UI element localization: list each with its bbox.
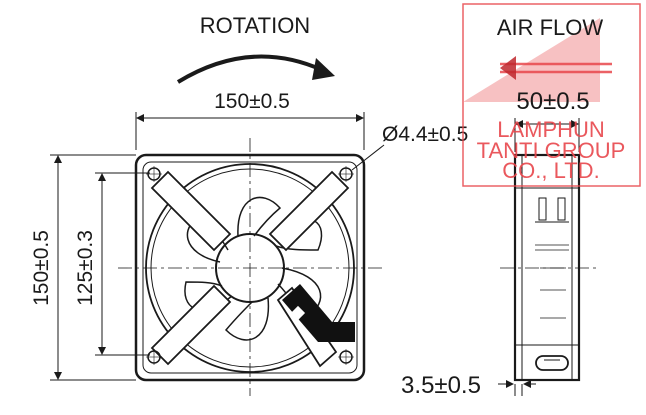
rotation-label: ROTATION — [200, 13, 310, 38]
air-flow-label: AIR FLOW — [497, 15, 604, 40]
stamp-line-3: CO., LTD. — [502, 158, 599, 183]
fan-wire-strip — [282, 284, 355, 342]
company-stamp-watermark: LAMPHUN TANTI GROUP CO., LTD. — [462, 3, 641, 187]
hole-leader-line — [351, 144, 385, 171]
stamp-line-1: LAMPHUN — [497, 117, 605, 142]
rotation-arrow — [176, 54, 335, 84]
height-outer-label: 150±0.5 — [30, 230, 53, 306]
hole-diameter-label: Ø4.4±0.5 — [382, 123, 468, 146]
width-dimension-label: 150±0.5 — [214, 90, 290, 113]
fan-front-view — [118, 138, 382, 396]
depth-dimension-line — [514, 118, 580, 152]
flange-thickness-label: 3.5±0.5 — [401, 372, 481, 399]
width-dimension-line — [135, 112, 365, 150]
stamp-line-2: TANTI GROUP — [477, 138, 626, 163]
height-dimension-lines — [50, 154, 150, 381]
fan-side-view — [498, 153, 596, 396]
depth-dimension-label: 50±0.5 — [516, 88, 589, 115]
height-inner-label: 125±0.3 — [74, 230, 97, 306]
